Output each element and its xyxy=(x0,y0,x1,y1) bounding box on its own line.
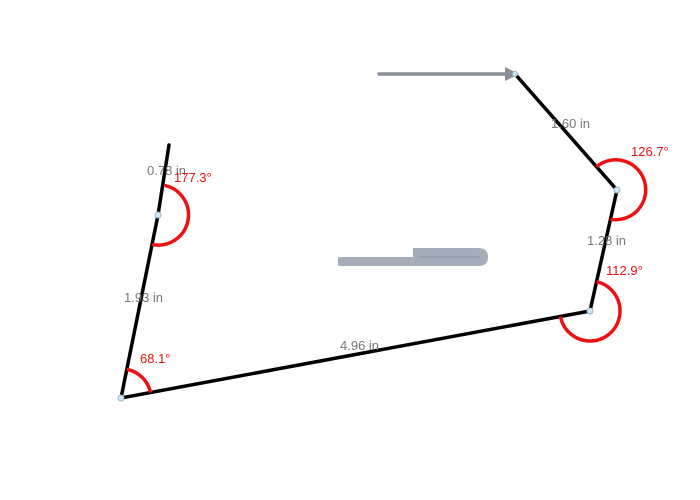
vertex-bottom-right[interactable] xyxy=(586,307,594,315)
angle-arc-top-right xyxy=(595,158,648,222)
angle-arc-bottom-right xyxy=(558,279,622,343)
edge-right[interactable] xyxy=(588,188,619,313)
angle-arc-bottom-left xyxy=(126,367,153,393)
vertex-bottom-left[interactable] xyxy=(117,394,125,402)
vertex-top[interactable] xyxy=(512,71,518,77)
angle-label-bottom-right: 112.9° xyxy=(606,263,643,278)
length-label-top-left: 0.78 in xyxy=(147,163,186,178)
vertex-upper-left[interactable] xyxy=(154,211,162,219)
angle-label-bottom-left: 68.1° xyxy=(140,351,171,366)
vertex-upper-right[interactable] xyxy=(613,186,621,194)
angle-label-top-left: 177.3° xyxy=(174,170,212,185)
angle-label-top-right: 126.7° xyxy=(631,144,669,159)
length-label-bottom: 4.96 in xyxy=(340,338,379,353)
pencil-icon xyxy=(338,248,488,266)
length-label-top-right: 1.60 in xyxy=(551,116,590,131)
angle-arc-top-left xyxy=(151,183,191,247)
edge-left[interactable] xyxy=(119,213,160,400)
length-label-left: 1.93 in xyxy=(124,290,163,305)
edge-top-right[interactable] xyxy=(513,72,619,192)
edge-bottom[interactable] xyxy=(119,309,592,400)
edge-top-left[interactable] xyxy=(156,143,171,217)
length-label-right: 1.28 in xyxy=(587,233,626,248)
right-arrow-icon xyxy=(377,67,519,81)
